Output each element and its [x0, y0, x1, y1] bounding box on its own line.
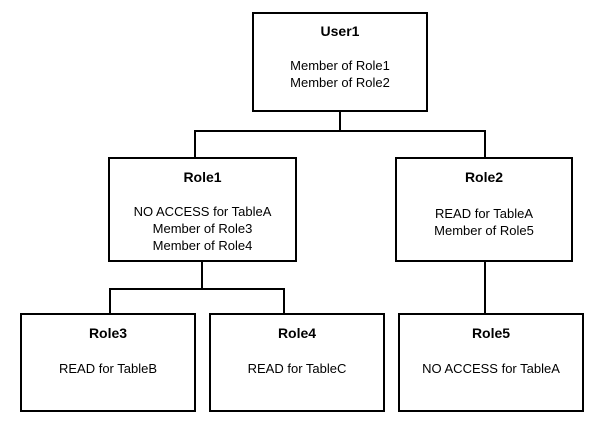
node-role3-title: Role3 — [88, 325, 128, 341]
edge-user1-stem — [339, 112, 341, 132]
node-role4-details: READ for TableC — [211, 360, 383, 377]
node-role1-line-1: NO ACCESS for TableA — [133, 204, 272, 219]
edge-bus-user1-children — [194, 130, 486, 132]
node-role3-line-1: READ for TableB — [58, 361, 158, 376]
node-role2-line-2: Member of Role5 — [434, 223, 534, 238]
node-role1-line-2: Member of Role3 — [152, 221, 253, 236]
edge-bus-role1-children — [109, 288, 285, 290]
edge-drop-to-role4 — [283, 288, 285, 315]
node-role5-title: Role5 — [471, 325, 511, 341]
node-role1-details: NO ACCESS for TableA Member of Role3 Mem… — [110, 203, 295, 254]
node-role5[interactable]: Role5 NO ACCESS for TableA — [398, 313, 584, 412]
node-user1-line-1: Member of Role1 — [290, 58, 390, 73]
node-role3-details: READ for TableB — [22, 360, 194, 377]
node-role5-details: NO ACCESS for TableA — [400, 360, 582, 377]
edge-role2-to-role5 — [484, 260, 486, 315]
node-role2-line-1: READ for TableA — [434, 206, 534, 221]
node-role4-title: Role4 — [277, 325, 317, 341]
node-role5-line-1: NO ACCESS for TableA — [422, 361, 560, 376]
node-user1-line-2: Member of Role2 — [290, 75, 390, 90]
edge-role1-stem — [201, 260, 203, 290]
edge-drop-to-role2 — [484, 130, 486, 159]
node-user1-details: Member of Role1 Member of Role2 — [254, 57, 426, 91]
edge-drop-to-role3 — [109, 288, 111, 315]
node-role3[interactable]: Role3 READ for TableB — [20, 313, 196, 412]
node-role1-title: Role1 — [183, 169, 222, 185]
node-role2-details: READ for TableA Member of Role5 — [397, 205, 571, 239]
node-role1-line-3: Member of Role4 — [152, 238, 253, 253]
node-user1[interactable]: User1 Member of Role1 Member of Role2 — [252, 12, 428, 112]
node-role2-title: Role2 — [464, 169, 504, 185]
node-role4-line-1: READ for TableC — [247, 361, 347, 376]
edge-drop-to-role1 — [194, 130, 196, 159]
node-role4[interactable]: Role4 READ for TableC — [209, 313, 385, 412]
node-role1[interactable]: Role1 NO ACCESS for TableA Member of Rol… — [108, 157, 297, 262]
node-role2[interactable]: Role2 READ for TableA Member of Role5 — [395, 157, 573, 262]
node-user1-title: User1 — [320, 23, 360, 39]
